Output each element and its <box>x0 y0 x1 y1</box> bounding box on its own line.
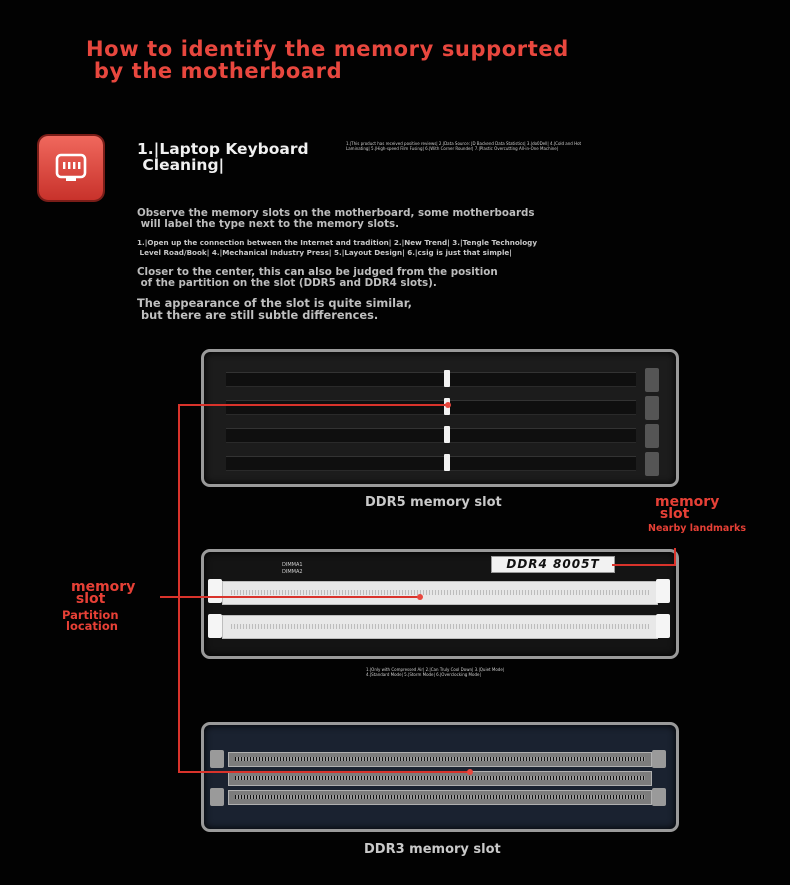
partition-label: memory slot <box>71 579 136 607</box>
slot-latch <box>210 750 224 768</box>
ddr4-silk-label-1: DIMMA1 <box>282 562 303 568</box>
intro-paragraph: Observe the memory slots on the motherbo… <box>137 207 535 230</box>
slot-latch <box>652 750 666 768</box>
ddr3-slot-3 <box>228 790 652 805</box>
ddr5-slot-photo <box>201 349 679 487</box>
ddr5-caption: DDR5 memory slot <box>365 495 502 510</box>
ddr4-slot-photo: DIMMA1 DIMMA2 DDR4 8005T <box>201 549 679 659</box>
ddr5-slot-4 <box>226 456 636 471</box>
ddr3-slot-1 <box>228 752 652 767</box>
section-title: 1.|Laptop Keyboard Cleaning| <box>137 140 309 174</box>
ddr5-slot-1 <box>226 372 636 387</box>
ddr4-silk-label-2: DIMMA2 <box>282 569 303 575</box>
landmark-sublabel: Nearby landmarks <box>648 523 746 534</box>
ddr5-partition-key <box>444 426 450 443</box>
landmark-pointer-line <box>612 564 676 566</box>
ddr5-partition-marker <box>445 402 451 408</box>
ddr5-slot-2 <box>226 400 636 415</box>
ddr3-pointer-line <box>178 771 470 773</box>
partition-sublabel: Partition location <box>62 608 119 633</box>
ddr3-slot-photo <box>201 722 679 832</box>
ddr4-slot-1 <box>222 581 658 605</box>
landmark-label: memory slot <box>655 494 720 522</box>
ddr5-partition-key <box>444 454 450 471</box>
slot-latch <box>208 614 222 638</box>
ddr4-board-label: DDR4 8005T <box>491 556 615 573</box>
slot-latch <box>652 788 666 806</box>
ddr3-partition-marker <box>467 769 473 775</box>
ddr5-partition-key <box>444 370 450 387</box>
ddr3-caption: DDR3 memory slot <box>364 842 501 857</box>
ddr4-pointer-line <box>160 596 420 598</box>
ddr5-slot-3 <box>226 428 636 443</box>
ddr4-slot-2 <box>222 615 658 639</box>
slot-latch <box>210 788 224 806</box>
slot-latch <box>656 579 670 603</box>
appearance-paragraph: The appearance of the slot is quite simi… <box>137 296 413 322</box>
slot-latch <box>645 396 659 420</box>
ddr3-slot-2 <box>228 771 652 786</box>
ddr4-tiny-note: 1.|Only with Compressed Air| 2.|Can Trul… <box>366 667 505 677</box>
slot-latch <box>656 614 670 638</box>
ddr4-partition-marker <box>417 594 423 600</box>
page-title: How to identify the memory supported by … <box>86 37 569 83</box>
partition-connector-line <box>178 404 180 773</box>
slot-latch <box>645 452 659 476</box>
section-badge <box>39 136 103 200</box>
slot-latch <box>645 368 659 392</box>
slot-latch <box>208 579 222 603</box>
position-paragraph: Closer to the center, this can also be j… <box>137 266 498 289</box>
ethernet-port-icon <box>55 153 87 181</box>
feature-list: 1.|Open up the connection between the In… <box>137 238 538 257</box>
slot-latch <box>645 424 659 448</box>
ddr5-pointer-line <box>178 404 448 406</box>
landmark-pointer-line <box>674 548 676 566</box>
tiny-note: 1.|This product has received positive re… <box>346 141 582 151</box>
